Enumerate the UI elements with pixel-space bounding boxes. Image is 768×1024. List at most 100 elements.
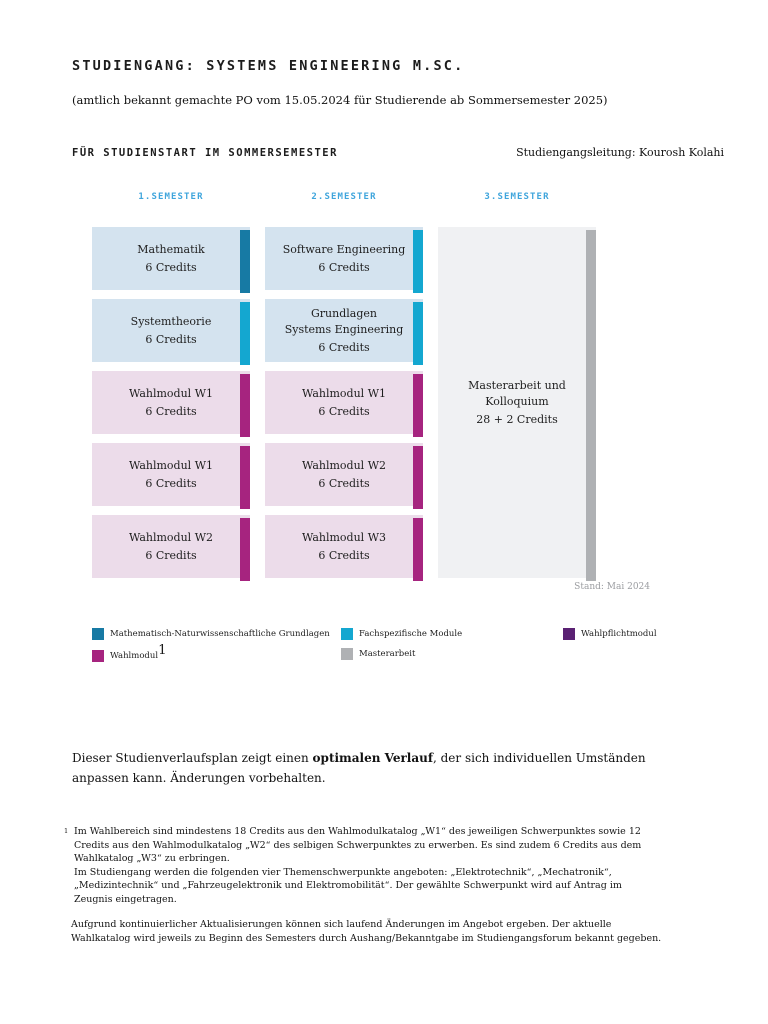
footnote-marker: 1: [64, 827, 69, 835]
module-color-bar: [586, 230, 596, 581]
module-credits: 6 Credits: [318, 548, 370, 562]
legend-item: Fachspezifische Module: [341, 623, 463, 640]
legend-item: Masterarbeit: [341, 643, 416, 660]
module-title-line: Grundlagen: [311, 306, 377, 320]
module-text: Systemtheorie 6 Credits: [131, 314, 212, 348]
page-title: STUDIENGANG: SYSTEMS ENGINEERING M.SC.: [72, 58, 465, 74]
module-credits: 6 Credits: [145, 404, 197, 418]
module-credits: 6 Credits: [145, 332, 197, 346]
module-box: Wahlmodul W1 6 Credits: [92, 371, 250, 437]
module-box: Systemtheorie 6 Credits: [92, 299, 250, 365]
legend-color-swatch: [563, 627, 575, 640]
legend: Mathematisch-Naturwissenschaftliche Grun…: [72, 623, 748, 667]
semester-header: 2.SEMESTER: [311, 192, 377, 202]
legend-label: Fachspezifische Module: [359, 628, 463, 639]
module-title-line: Systems Engineering: [284, 322, 404, 336]
module-credits: 6 Credits: [145, 548, 197, 562]
legend-label: Wahlpflichtmodul: [581, 628, 657, 639]
module-title-line: Wahlmodul W2: [301, 458, 386, 472]
module-text: Wahlmodul W2 6 Credits: [129, 530, 213, 564]
module-box: Wahlmodul W1 6 Credits: [92, 443, 250, 509]
module-text: Mathematik 6 Credits: [137, 242, 204, 276]
module-box: Wahlmodul W2 6 Credits: [265, 443, 423, 509]
module-title-line: Wahlmodul W3: [301, 530, 386, 544]
footnote: 1 Im Wahlbereich sind mindestens 18 Cred…: [64, 825, 670, 906]
module-title-line: Kolloquium: [485, 394, 549, 408]
module-title-line: Masterarbeit und: [468, 378, 566, 392]
legend-color-swatch: [92, 627, 104, 640]
intro-text-bold: optimalen Verlauf: [312, 751, 433, 765]
module-box: Mathematik 6 Credits: [92, 227, 250, 293]
intro-text-before: Dieser Studienverlaufsplan zeigt einen: [72, 751, 313, 765]
intro-paragraph: Dieser Studienverlaufsplan zeigt einen o…: [72, 749, 672, 788]
module-title-line: Wahlmodul W1: [301, 386, 386, 400]
module-color-bar: [413, 518, 423, 581]
module-color-bar: [413, 302, 423, 365]
module-color-bar: [240, 446, 250, 509]
module-color-bar: [413, 374, 423, 437]
legend-footnote-marker: 1: [158, 643, 167, 658]
module-credits: 6 Credits: [145, 476, 197, 490]
footnote-paragraph-2: Im Studiengang werden die folgenden vier…: [74, 866, 622, 905]
module-box: Wahlmodul W1 6 Credits: [265, 371, 423, 437]
module-title-line: Systemtheorie: [130, 314, 212, 328]
legend-label: Mathematisch-Naturwissenschaftliche Grun…: [110, 628, 330, 639]
module-color-bar: [413, 230, 423, 293]
legend-item: Wahlpflichtmodul: [563, 623, 657, 640]
start-label: FÜR STUDIENSTART IM SOMMERSEMESTER: [72, 147, 338, 159]
stand-note: Stand: Mai 2024: [574, 582, 650, 592]
module-color-bar: [240, 230, 250, 293]
module-title-line: Software Engineering: [282, 242, 406, 256]
module-credits: 6 Credits: [318, 340, 370, 354]
closing-paragraph: Aufgrund kontinuierlicher Aktualisierung…: [71, 919, 662, 944]
program-lead-label: Studiengangsleitung: Kourosh Kolahi: [516, 146, 724, 159]
legend-item: Mathematisch-Naturwissenschaftliche Grun…: [92, 623, 330, 640]
module-credits: 6 Credits: [318, 260, 370, 274]
module-color-bar: [413, 446, 423, 509]
module-text: Wahlmodul W3 6 Credits: [302, 530, 386, 564]
module-title-line: Mathematik: [137, 242, 205, 256]
module-credits: 28 + 2 Credits: [476, 412, 558, 426]
module-box: Wahlmodul W3 6 Credits: [265, 515, 423, 581]
module-title-line: Wahlmodul W1: [128, 458, 213, 472]
module-title-line: Wahlmodul W2: [128, 530, 213, 544]
module-box: Wahlmodul W2 6 Credits: [92, 515, 250, 581]
legend-label: Wahlmodul: [110, 650, 159, 661]
legend-color-swatch: [341, 647, 353, 660]
legend-color-swatch: [341, 627, 353, 640]
po-subtitle: (amtlich bekannt gemachte PO vom 15.05.2…: [72, 93, 608, 107]
module-credits: 6 Credits: [318, 476, 370, 490]
legend-color-swatch: [92, 649, 104, 662]
module-color-bar: [240, 518, 250, 581]
module-text: Wahlmodul W2 6 Credits: [302, 458, 386, 492]
start-row: FÜR STUDIENSTART IM SOMMERSEMESTER Studi…: [72, 146, 724, 162]
intro-text-after: , der sich individuellen Umständen anpas…: [72, 751, 646, 785]
module-box: Software Engineering 6 Credits: [265, 227, 423, 293]
module-text: Wahlmodul W1 6 Credits: [302, 386, 386, 420]
module-title-line: Wahlmodul W1: [128, 386, 213, 400]
module-text: Software Engineering 6 Credits: [283, 242, 406, 276]
legend-label: Masterarbeit: [359, 648, 416, 659]
footnote-paragraph-1: Im Wahlbereich sind mindestens 18 Credit…: [74, 826, 642, 864]
semester-header: 3.SEMESTER: [484, 192, 550, 202]
module-credits: 6 Credits: [145, 260, 197, 274]
semester-header: 1.SEMESTER: [138, 192, 204, 202]
module-text: Wahlmodul W1 6 Credits: [129, 458, 213, 492]
module-color-bar: [240, 302, 250, 365]
module-credits: 6 Credits: [318, 404, 370, 418]
module-text: Wahlmodul W1 6 Credits: [129, 386, 213, 420]
footnote-text: Im Wahlbereich sind mindestens 18 Credit…: [74, 825, 662, 906]
module-color-bar: [240, 374, 250, 437]
